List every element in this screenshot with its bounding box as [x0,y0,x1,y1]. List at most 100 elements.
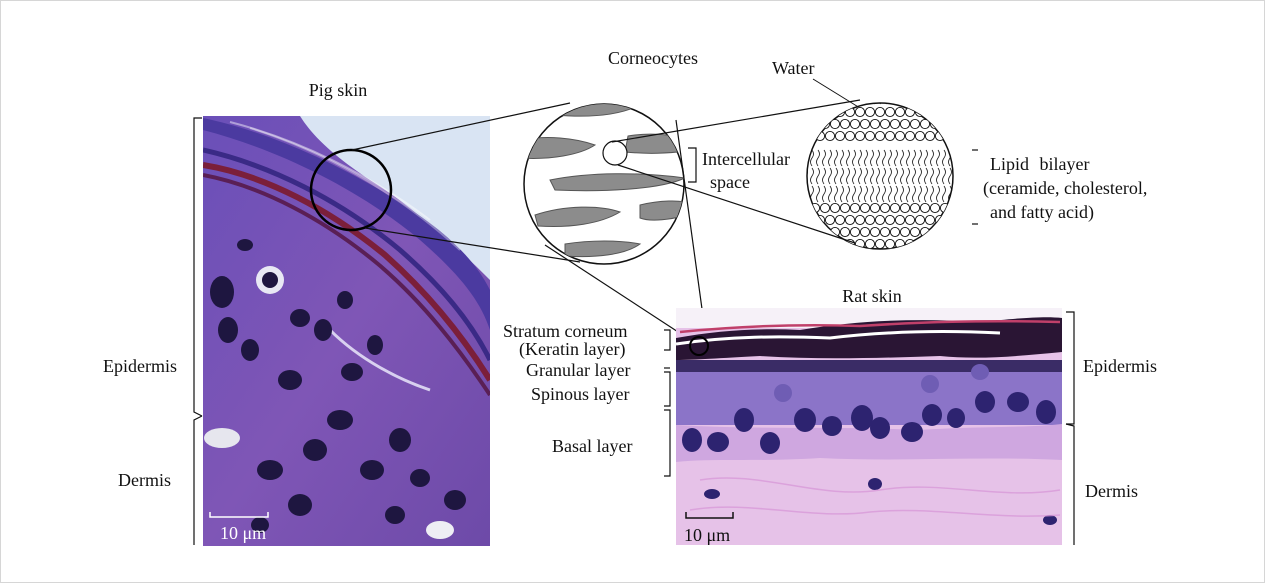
lipid-head [860,119,869,128]
lipid-head [865,215,874,224]
lipid-head [890,227,899,236]
lipid-head [835,131,844,140]
lipid-head [795,107,804,116]
lipid-head [840,227,849,236]
lipid-head [915,107,924,116]
lipid-head [935,215,944,224]
lipid-head [875,239,884,248]
rat-epidermis-label: Epidermis [1083,356,1157,376]
lipid-tail [910,98,911,104]
lipid-head [880,227,889,236]
lipid-head [880,119,889,128]
lipid-head [885,131,894,140]
lipid-head [890,203,899,212]
lipid-head [885,107,894,116]
lipid-head [870,203,879,212]
lipid-head [805,131,814,140]
lipid-label-1: Lipid bilayer [990,154,1089,174]
lipid-tail [928,98,929,104]
lipid-head [940,119,949,128]
lipid-head [925,215,934,224]
lipid-head [885,215,894,224]
lipid-head [920,227,929,236]
pig-dermis-label: Dermis [118,470,171,490]
lipid-head [955,239,964,248]
lipid-label-3: and fatty acid) [990,202,1094,223]
lipid-tail [805,186,808,202]
rat-skin-micrograph [676,308,1062,545]
lipid-head [910,203,919,212]
pig-skin-micrograph [203,116,490,546]
lipid-tail [898,98,899,104]
lipid-tail [916,98,917,104]
pig-epidermis-label: Epidermis [103,356,177,376]
lipid-head [925,131,934,140]
lipid-head [855,107,864,116]
rat-skin-title: Rat skin [842,286,902,306]
lipid-head [930,227,939,236]
lipid-head [955,131,964,140]
lipid-head [900,227,909,236]
lipid-head [825,215,834,224]
lipid-head [800,227,809,236]
lipid-head [945,107,954,116]
lipid-head [915,215,924,224]
pig-scale-label: 10 μm [220,523,266,543]
lipid-tail [805,150,808,166]
lipid-tail [940,98,941,104]
lipid-head [905,131,914,140]
lipid-head [940,203,949,212]
lipid-head [860,227,869,236]
rat-brackets [1066,312,1074,545]
lipid-head [800,203,809,212]
lipid-head [925,107,934,116]
lipid-head [935,107,944,116]
pig-brackets [194,118,202,545]
lipid-tail [832,98,833,104]
lipid-head [950,227,959,236]
lipid-tail [955,150,958,166]
pig-skin-title: Pig skin [309,80,368,100]
lipid-label-2: (ceramide, cholesterol, [983,178,1147,199]
lipid-tail [955,186,958,202]
lipid-head [915,239,924,248]
lipid-head [895,215,904,224]
lipid-head [865,107,874,116]
lipid-head [815,239,824,248]
lipid-tail [799,186,802,202]
lipid-head [795,131,804,140]
lipid-head [830,203,839,212]
lipid-head [865,239,874,248]
lipid-head [950,203,959,212]
lipid-tail [826,98,827,104]
keratin-layer-label: (Keratin layer) [519,339,625,360]
lipid-head [810,119,819,128]
lipid-head [945,239,954,248]
lipid-head [825,107,834,116]
lipid-head [850,227,859,236]
water-label: Water [772,58,815,78]
lipid-head [825,131,834,140]
lipid-head [910,119,919,128]
lipid-head [870,119,879,128]
lipid-head [925,239,934,248]
lipid-head [885,239,894,248]
lipid-tail [934,98,935,104]
lipid-tail [880,98,881,104]
lipid-head [855,215,864,224]
lipid-tail [955,168,958,184]
lipid-head [900,119,909,128]
lipid-head [875,215,884,224]
lipid-head [810,203,819,212]
lipid-tail [904,98,905,104]
lipid-tail [922,98,923,104]
lipid-head [840,203,849,212]
lipid-head [920,203,929,212]
lipid-head [945,131,954,140]
lipid-head [910,227,919,236]
lipid-head [835,107,844,116]
rat-layer-brackets [664,330,670,476]
lipid-head [835,215,844,224]
lipid-head [865,131,874,140]
lipid-head [825,239,834,248]
